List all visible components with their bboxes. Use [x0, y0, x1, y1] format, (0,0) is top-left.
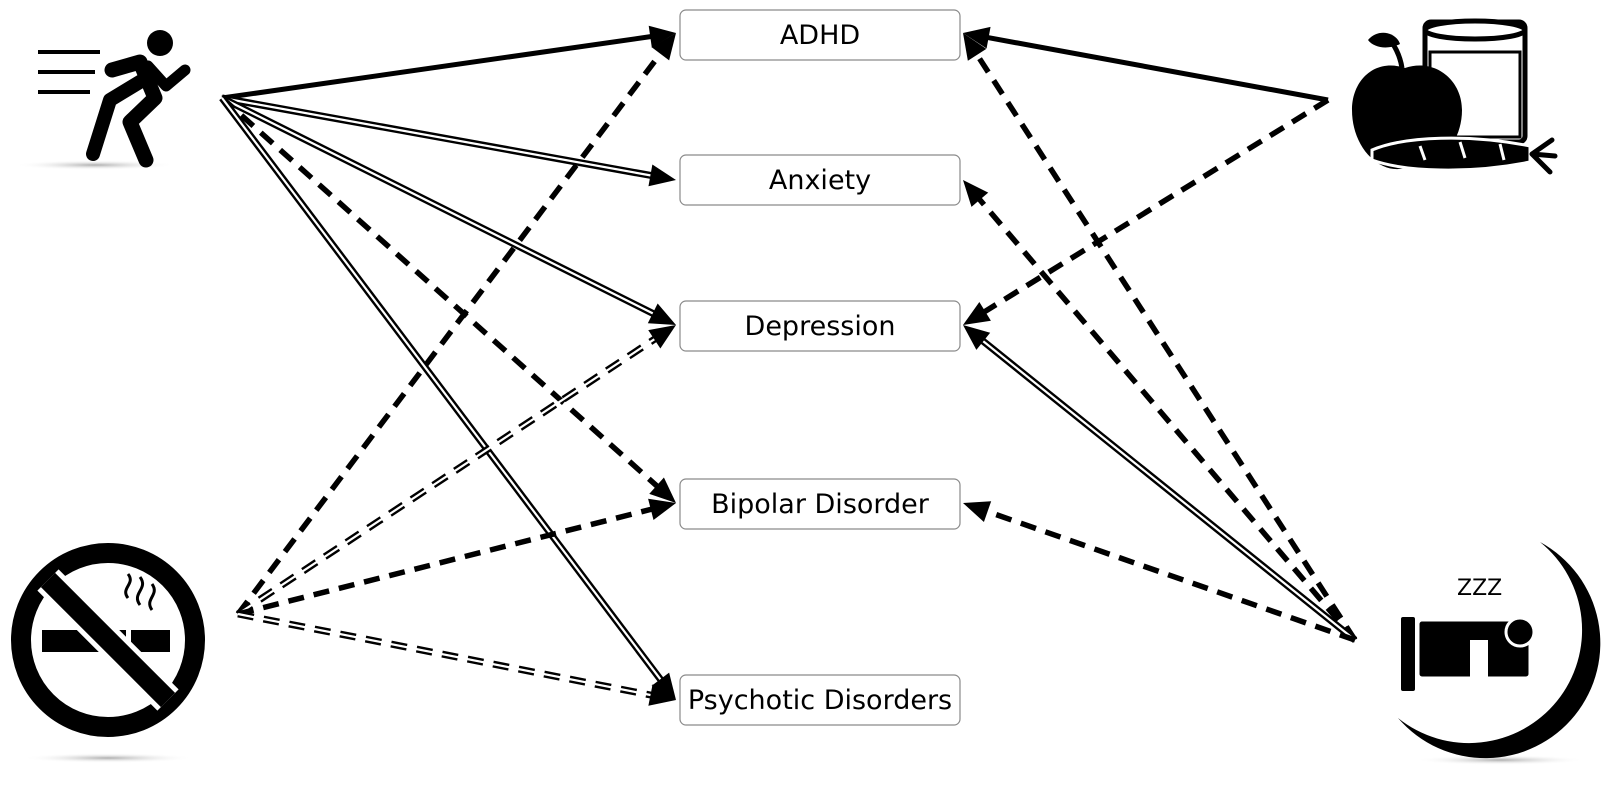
edge-diet-to-adhd	[963, 26, 1329, 103]
no-smoking-icon	[11, 543, 205, 763]
edge-smoking-to-depression	[236, 325, 676, 617]
arrowhead	[648, 325, 676, 349]
edge-sleep-to-depression	[963, 325, 1358, 643]
outcome-label: ADHD	[780, 20, 860, 51]
edge-exercise-to-adhd	[221, 25, 676, 101]
edge-shaft-gap	[237, 337, 657, 615]
edge-sleep-to-adhd	[963, 33, 1358, 642]
outcome-psychotic: Psychotic Disorders	[679, 674, 961, 726]
arrowhead	[963, 301, 991, 325]
outcome-label: Anxiety	[769, 165, 871, 196]
arrowhead	[648, 684, 676, 706]
sleep-zzz-text: ZZZ	[1457, 576, 1502, 601]
edge-shaft	[973, 51, 1358, 642]
outcome-box	[679, 300, 961, 352]
edge-shaft	[984, 508, 1356, 643]
outcome-box	[679, 154, 961, 206]
outcome-bipolar: Bipolar Disorder	[679, 478, 961, 530]
arrowhead	[651, 672, 676, 700]
outcome-anxiety: Anxiety	[679, 154, 961, 206]
arrowhead	[648, 164, 676, 187]
edge-diet-to-depression	[963, 97, 1330, 325]
edge-exercise-to-anxiety	[221, 94, 676, 187]
edge-exercise-to-depression	[220, 94, 676, 325]
edge-shaft-gap	[981, 339, 1356, 641]
edge-shaft	[220, 95, 660, 490]
outcome-label: Psychotic Disorders	[688, 685, 952, 716]
arrowhead	[647, 303, 676, 325]
edge-exercise-to-bipolar	[220, 95, 676, 503]
edge-shaft-gap	[221, 97, 663, 682]
arrowhead	[651, 33, 676, 61]
outcome-box	[679, 674, 961, 726]
sleeping-moon-bed-icon: ZZZ	[1398, 542, 1601, 765]
outcome-depression: Depression	[679, 300, 961, 352]
outcome-box	[679, 9, 961, 61]
outcome-adhd: ADHD	[679, 9, 961, 61]
edge-sleep-to-anxiety	[963, 180, 1358, 642]
arrowhead	[649, 477, 676, 503]
arrowhead	[963, 33, 987, 61]
apple-milk-carrot-icon	[1352, 18, 1558, 175]
edge-smoking-to-psychotic	[237, 610, 676, 706]
running-person-icon	[15, 30, 191, 170]
arrowhead	[648, 25, 676, 48]
edge-shaft	[221, 33, 653, 101]
outcome-label: Depression	[745, 311, 896, 342]
edge-shaft	[986, 34, 1329, 103]
arrowhead	[963, 501, 992, 522]
edge-shaft-gap	[221, 97, 656, 316]
edges-layer	[219, 25, 1358, 706]
arrowhead	[963, 325, 991, 350]
outcome-label: Bipolar Disorder	[711, 489, 930, 520]
edge-shaft	[237, 506, 654, 617]
edge-shaft-gap	[221, 96, 653, 177]
edge-shaft	[235, 50, 664, 616]
arrowhead	[648, 498, 676, 521]
edge-shaft	[981, 97, 1330, 315]
edge-exercise-to-psychotic	[219, 95, 676, 700]
edge-shaft-gap	[237, 612, 653, 697]
edge-shaft	[976, 196, 1358, 642]
arrowhead	[963, 180, 989, 207]
outcome-box	[679, 478, 961, 530]
edge-smoking-to-bipolar	[237, 498, 676, 617]
arrowhead	[963, 26, 991, 49]
edge-sleep-to-bipolar	[963, 501, 1356, 643]
edge-smoking-to-adhd	[235, 33, 676, 616]
